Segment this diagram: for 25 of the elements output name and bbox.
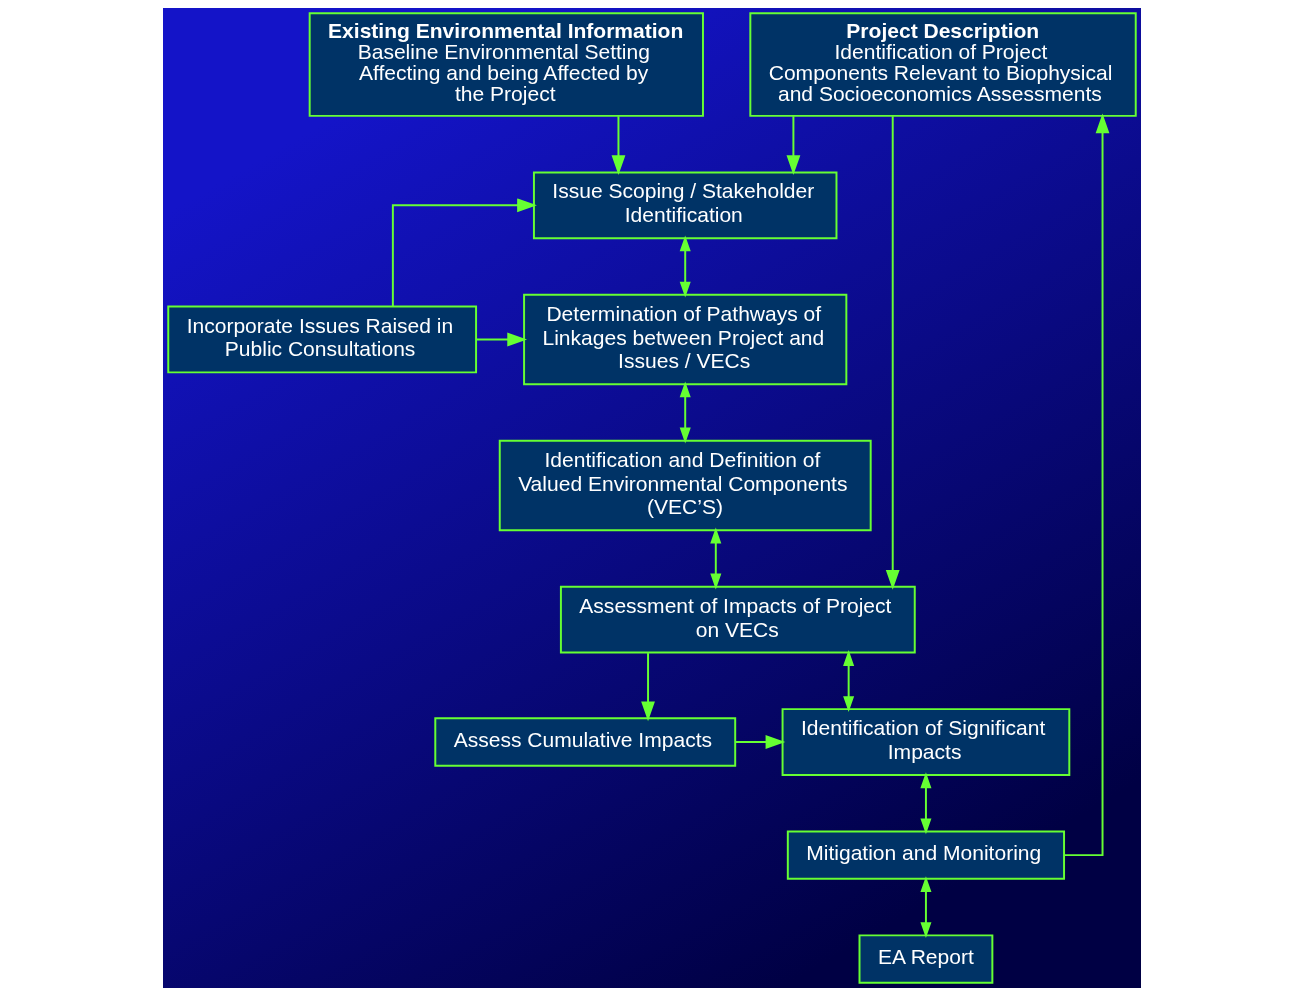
arrow	[679, 235, 691, 298]
node-box: EA Report	[858, 934, 994, 984]
node-box: Determination of Pathways of Linkages between Project and Issues / VECs	[523, 293, 848, 386]
arrow	[920, 876, 932, 939]
node-box: Assess Cumulative Impacts	[434, 717, 737, 767]
node-box: Incorporate Issues Raised in Public Consultations	[167, 305, 478, 374]
node-box: Issue Scoping / Stakeholder Identification	[532, 171, 838, 240]
arrow	[1063, 113, 1110, 857]
arrow	[885, 115, 900, 590]
node-box: Assessment of Impacts of Project on VECs	[559, 585, 916, 654]
arrow	[843, 650, 855, 713]
arrow	[475, 332, 528, 347]
arrow	[710, 527, 722, 590]
node-box: Identification and Definition of Valued Environmental Components (VEC’S)	[498, 439, 872, 532]
arrow	[734, 735, 786, 749]
node-box: Identification of Significant Impacts	[781, 708, 1071, 776]
node-box: Mitigation and Monitoring	[786, 830, 1066, 880]
arrow	[786, 115, 801, 176]
arrow	[920, 772, 932, 835]
arrow	[679, 381, 691, 444]
node-box: Project Description Identification of Project Components Relevant to Biophysical and Socioeconomics Assessments	[749, 12, 1137, 117]
arrow	[641, 652, 655, 722]
arrow	[611, 115, 626, 176]
arrow	[391, 198, 537, 308]
node-box: Existing Environmental Information Baseline Environmental Setting Affecting and being Affected by the Project	[308, 12, 704, 117]
